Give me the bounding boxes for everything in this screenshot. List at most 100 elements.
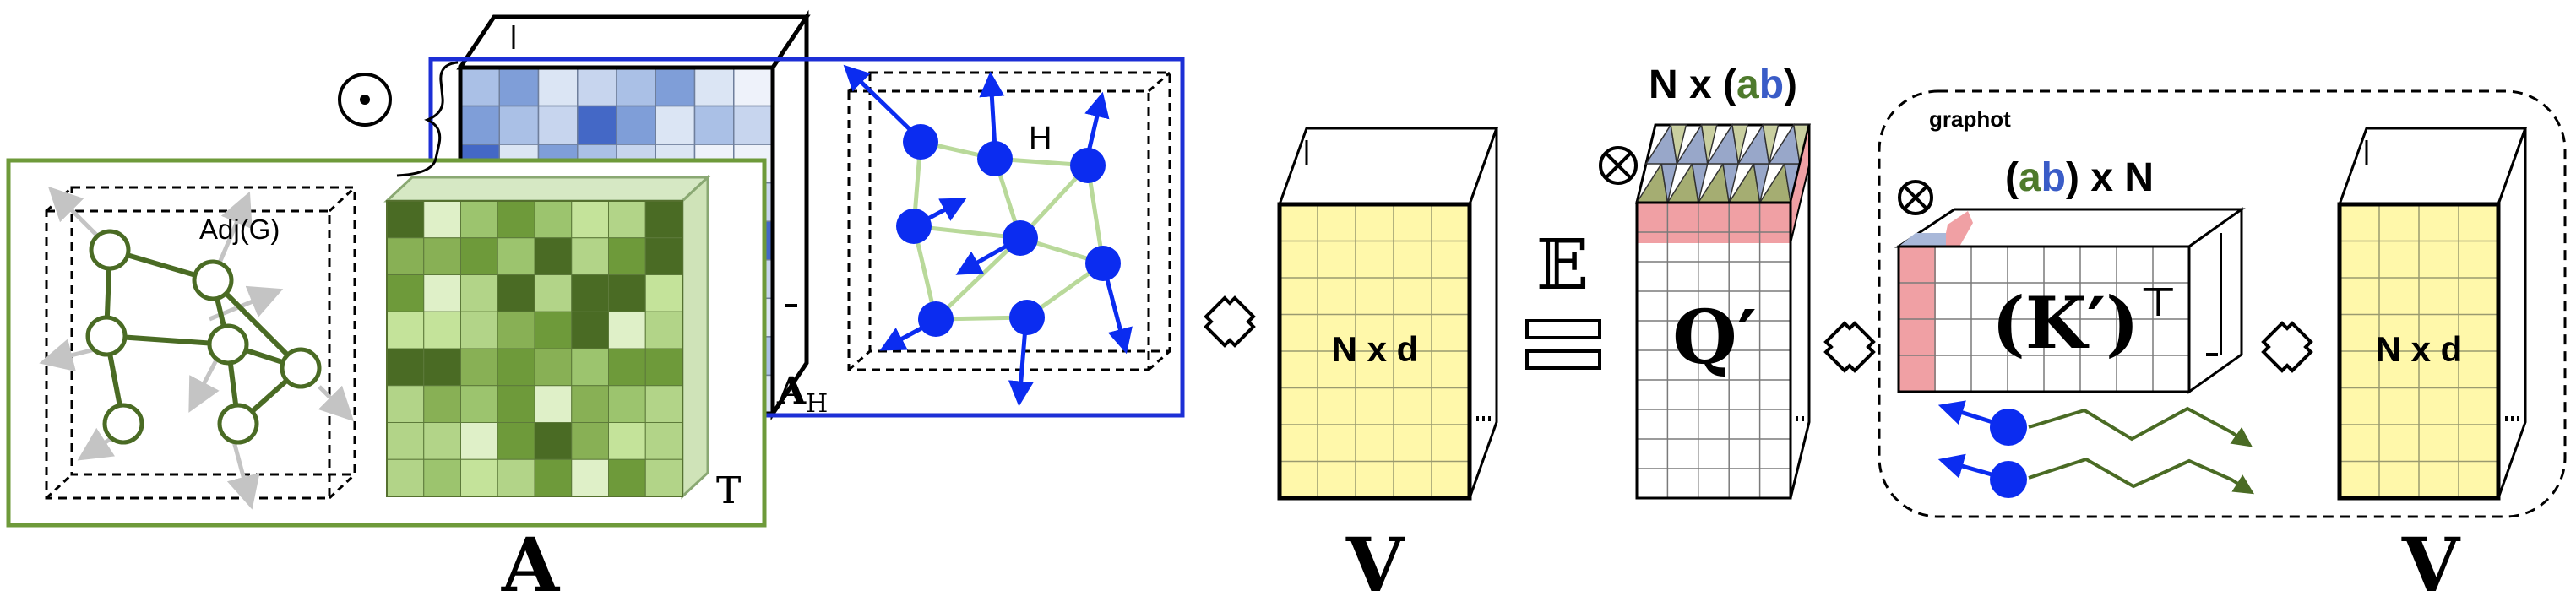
t-cell <box>386 311 425 349</box>
t-label: T <box>716 469 741 512</box>
t-cell <box>497 348 535 387</box>
v1-grid-lines <box>1280 204 1470 498</box>
t-cell <box>423 422 461 460</box>
t-cell <box>571 200 609 239</box>
t-cell-grid <box>386 200 683 497</box>
t-cell <box>497 237 535 275</box>
t-cell <box>423 200 461 239</box>
v-matrix-1: N x d V <box>1277 127 1499 596</box>
q-grid-lines <box>1637 203 1791 498</box>
times-operator-3 <box>2261 321 2313 373</box>
ah-cell <box>733 67 774 107</box>
graphot-flow <box>1937 400 2255 498</box>
t-cell <box>608 311 646 349</box>
ah-cell <box>693 67 735 107</box>
t-cell <box>571 311 609 349</box>
t-cell <box>571 422 609 460</box>
h-graph-frame: H AH <box>428 57 1185 419</box>
t-cell <box>534 200 573 239</box>
ah-cell <box>733 105 774 145</box>
ah-cell <box>498 105 540 145</box>
t-cell <box>386 422 425 460</box>
t-cell <box>497 274 535 312</box>
t-cell <box>571 237 609 275</box>
t-cell <box>608 385 646 423</box>
q-label: Q′ <box>1672 293 1757 381</box>
ah-cell <box>655 67 696 107</box>
a-attention-block: H AH <box>6 9 1185 596</box>
t-cell <box>386 274 425 312</box>
times-operator-1 <box>1204 295 1256 348</box>
ah-cell <box>537 67 579 107</box>
t-cell <box>460 458 498 497</box>
nab-label: N x (ab) <box>1649 62 1797 107</box>
t-cell <box>423 237 461 275</box>
t-cell <box>460 200 498 239</box>
ah-cell <box>616 105 656 145</box>
t-cell <box>644 385 683 423</box>
t-cell <box>460 348 498 387</box>
adj-label: Adj(G) <box>199 214 280 245</box>
v-matrix-2: N x d <box>2337 127 2528 501</box>
expectation-equals: 𝔼 <box>1525 225 1601 370</box>
t-cell <box>497 385 535 423</box>
t-cell <box>571 274 609 312</box>
ah-cell <box>459 105 500 145</box>
v-caption-1: V <box>1345 521 1405 596</box>
ah-label: AH <box>776 370 828 419</box>
t-cell <box>386 200 425 239</box>
graphot-label: graphot <box>1929 106 2011 132</box>
t-cell <box>644 458 683 497</box>
t-cell <box>386 458 425 497</box>
t-cell <box>460 274 498 312</box>
t-cell <box>644 422 683 460</box>
t-cell <box>608 458 646 497</box>
ah-cell <box>577 105 617 145</box>
ah-cell <box>616 67 656 107</box>
t-cell <box>571 348 609 387</box>
t-cell <box>644 237 683 275</box>
t-cell <box>423 274 461 312</box>
t-cell <box>644 200 683 239</box>
t-cell <box>423 458 461 497</box>
t-matrix-cube: T <box>383 174 741 512</box>
v1-dim-label: N x d <box>1332 329 1419 369</box>
otimes-2: ⊗ <box>1898 180 1933 215</box>
t-cell <box>608 274 646 312</box>
t-cell <box>571 385 609 423</box>
ah-cell <box>498 67 540 107</box>
times-operator-2 <box>1823 321 1876 373</box>
t-cell <box>608 348 646 387</box>
ah-cell <box>655 105 696 145</box>
k-label: (K′)⊤ <box>1992 279 2177 365</box>
expectation-symbol: 𝔼 <box>1536 225 1590 306</box>
t-cell <box>644 348 683 387</box>
otimes-1: ⊗ <box>1599 146 1638 185</box>
equals-symbol <box>1525 319 1601 370</box>
t-cell <box>571 458 609 497</box>
h-label: H <box>1029 121 1052 156</box>
t-cell <box>534 237 573 275</box>
ah-cell <box>537 105 579 145</box>
t-cell <box>386 385 425 423</box>
t-cell <box>534 311 573 349</box>
t-cell <box>534 458 573 497</box>
q-triangle-pattern <box>1635 122 1810 203</box>
t-cell <box>423 348 461 387</box>
t-cell <box>497 311 535 349</box>
t-cell <box>497 200 535 239</box>
t-cell <box>497 458 535 497</box>
v-caption-2: V <box>2401 521 2461 596</box>
h-graph-nodes <box>896 124 1121 337</box>
v2-dim-label: N x d <box>2376 329 2463 369</box>
t-cell <box>534 422 573 460</box>
v2-grid-lines <box>2340 204 2498 498</box>
ah-cell <box>577 67 617 107</box>
ah-cell <box>459 67 500 107</box>
t-cell <box>644 311 683 349</box>
abn-label: (ab) x N <box>2005 155 2154 200</box>
k-grid-lines <box>1899 247 2189 392</box>
adj-graph-nodes <box>85 229 322 445</box>
t-cell <box>460 237 498 275</box>
t-cell <box>534 274 573 312</box>
